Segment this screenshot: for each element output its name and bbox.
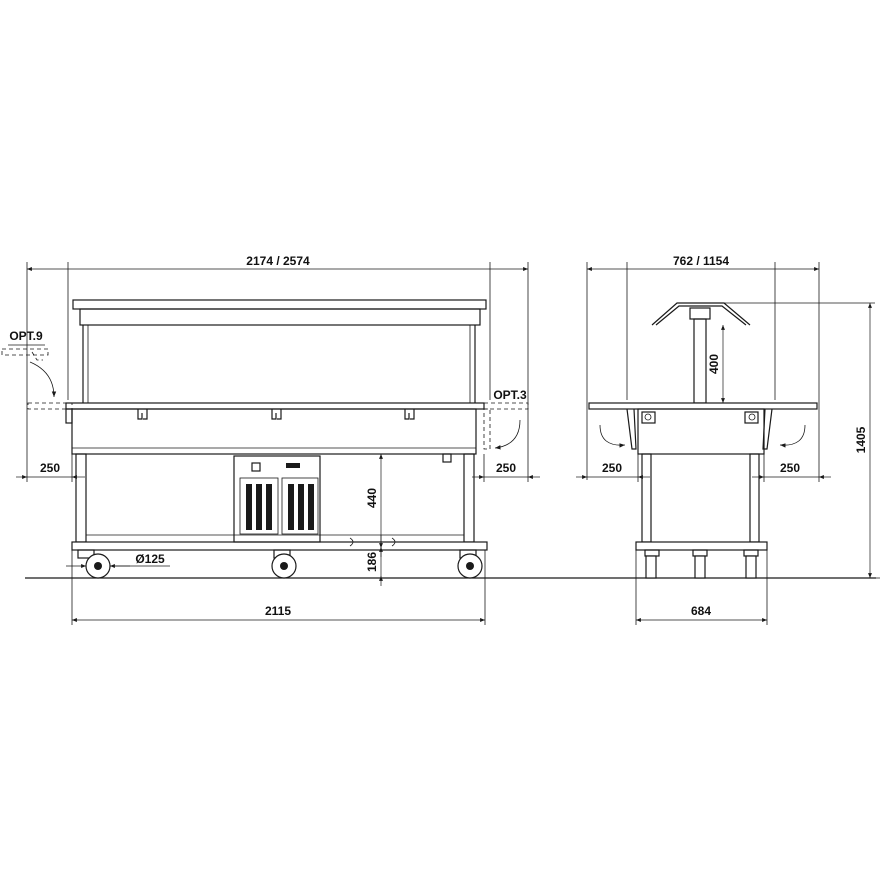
front-width-label: 2174 / 2574 <box>246 254 310 268</box>
total-height-label: 1405 <box>854 426 868 453</box>
front-view: 2174 / 2574 OPT.9 OPT.3 <box>1 254 540 625</box>
opt-left-label: OPT.9 <box>9 329 43 343</box>
front-caster-right <box>457 549 483 579</box>
refrigeration-unit <box>233 455 321 543</box>
shelf-left-front-label: 250 <box>40 461 60 475</box>
wheel-diameter-label: Ø125 <box>135 552 165 566</box>
opt-right-label: OPT.3 <box>493 388 527 402</box>
height-440-label: 440 <box>365 488 379 508</box>
side-caster-right <box>743 549 759 579</box>
base-side-label: 684 <box>691 604 711 618</box>
base-front-label: 2115 <box>265 604 291 618</box>
front-caster-middle <box>271 549 297 579</box>
front-caster-left <box>77 549 111 579</box>
shelf-left-side-label: 250 <box>602 461 622 475</box>
side-width-label: 762 / 1154 <box>673 254 729 268</box>
side-caster-left <box>644 549 660 579</box>
height-186-label: 186 <box>365 552 379 572</box>
side-caster-middle <box>692 549 708 579</box>
side-view: 762 / 1154 400 250 250 <box>576 254 880 625</box>
height-400-label: 400 <box>707 354 721 374</box>
shelf-right-side-label: 250 <box>780 461 800 475</box>
shelf-right-front-label: 250 <box>496 461 516 475</box>
